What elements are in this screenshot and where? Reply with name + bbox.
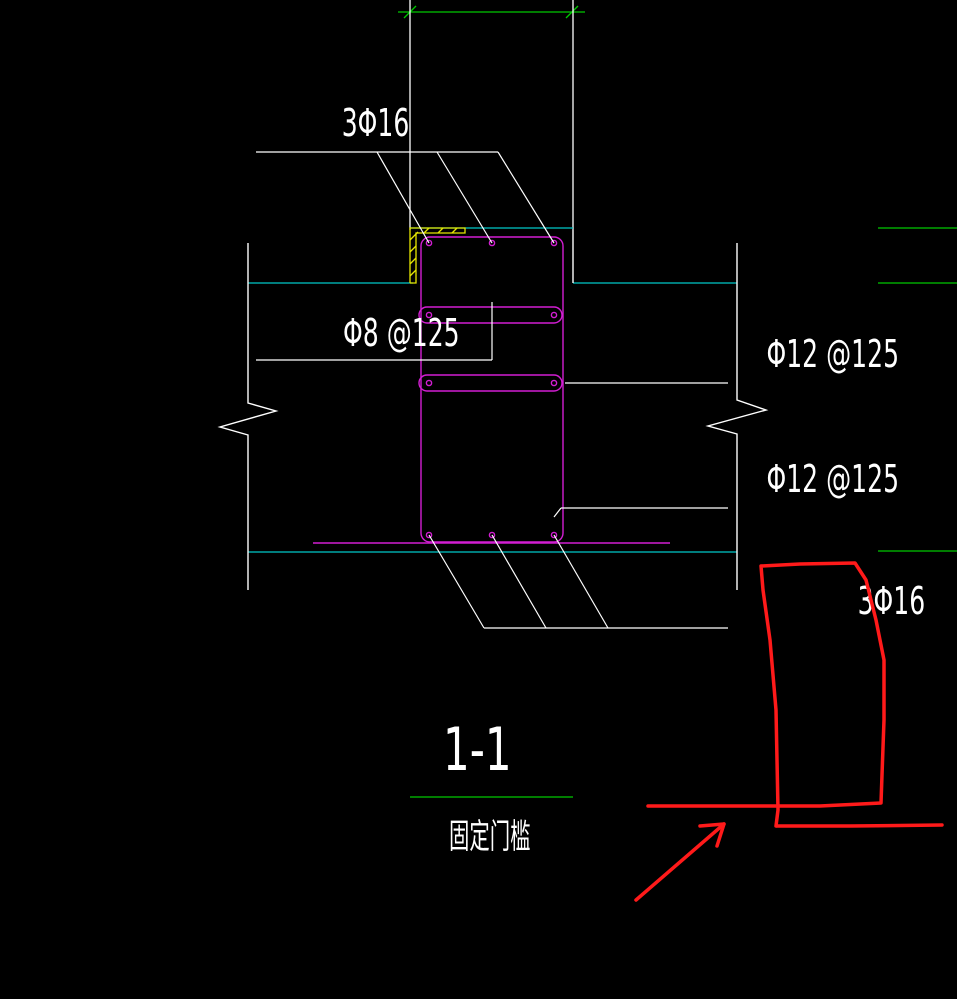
rebar-dot [550, 379, 558, 387]
slab-outline [217, 230, 769, 590]
red-arrow-head [698, 822, 726, 848]
steel-angle [409, 227, 466, 284]
tie-upper-label: Φ12 @125 [766, 332, 899, 377]
main-stirrup [420, 236, 564, 543]
rebar-dot [550, 531, 558, 539]
tie-bar-lower [418, 374, 563, 392]
rebar-dot [425, 531, 433, 539]
rebar-dot [488, 239, 496, 247]
rebar-dot [550, 311, 558, 319]
top-bars-label: 3Φ16 [342, 101, 410, 146]
rebar-dot [488, 531, 496, 539]
tie-bar-upper [418, 306, 563, 324]
rebar-dot [425, 379, 433, 387]
stirrup-label: Φ8 @125 [343, 311, 460, 356]
upper-wall-outline [409, 0, 574, 230]
red-base-line [775, 823, 944, 828]
red-arrow [634, 822, 726, 902]
leader-lines [256, 151, 728, 629]
right-grid-lines [878, 227, 957, 552]
top-dimension [398, 5, 585, 19]
rebar-dot [425, 239, 433, 247]
rebar-dot [550, 239, 558, 247]
red-outline-shape [646, 561, 886, 828]
red-annotation [634, 561, 944, 902]
level-lines [248, 227, 737, 553]
rebar-dot [425, 311, 433, 319]
tie-lower-label: Φ12 @125 [766, 457, 899, 502]
section-subtitle: 固定门槛 [449, 816, 531, 856]
rebar-cage [313, 236, 670, 544]
section-title: 1-1 [443, 716, 512, 786]
